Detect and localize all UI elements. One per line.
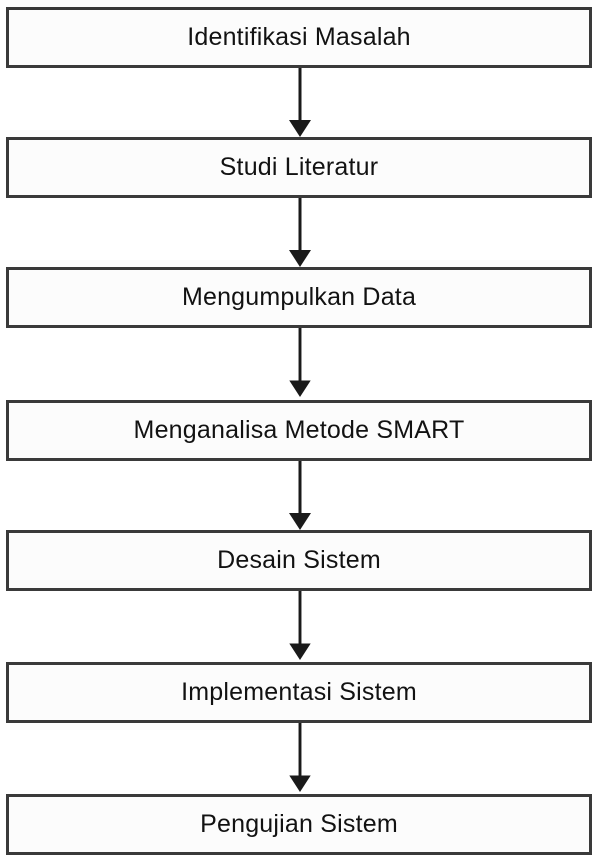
flowchart-node-label: Pengujian Sistem — [200, 810, 398, 838]
flowchart-node-step-6: Implementasi Sistem — [6, 662, 592, 723]
arrow-down-icon — [289, 643, 311, 661]
flowchart-node-step-2: Studi Literatur — [6, 137, 592, 198]
flowchart-node-step-3: Mengumpulkan Data — [6, 267, 592, 328]
flowchart-connector-arrow-4 — [0, 461, 600, 531]
flowchart-node-label: Menganalisa Metode SMART — [133, 416, 465, 444]
arrow-down-icon — [289, 513, 311, 530]
arrow-down-icon — [289, 775, 311, 793]
flowchart-node-step-4: Menganalisa Metode SMART — [6, 400, 592, 461]
flowchart-node-step-1: Identifikasi Masalah — [6, 7, 592, 68]
flowchart-connector-arrow-6 — [0, 723, 600, 793]
arrow-down-icon — [289, 250, 311, 267]
flowchart-node-step-7: Pengujian Sistem — [6, 794, 592, 855]
flowchart-node-step-5: Desain Sistem — [6, 530, 592, 591]
flowchart-node-label: Mengumpulkan Data — [181, 283, 417, 311]
flowchart-connector-arrow-3 — [0, 328, 600, 398]
flowchart-node-label: Implementasi Sistem — [181, 678, 417, 706]
flowchart-connector-arrow-2 — [0, 198, 600, 268]
flowchart-node-label: Identifikasi Masalah — [187, 23, 411, 51]
flowchart-connector-arrow-5 — [0, 591, 600, 661]
flowchart-node-label: Studi Literatur — [219, 153, 379, 181]
flowchart-connector-arrow-1 — [0, 68, 600, 138]
arrow-down-icon — [289, 380, 311, 398]
arrow-down-icon — [289, 120, 311, 137]
flowchart-node-label: Desain Sistem — [217, 546, 381, 574]
